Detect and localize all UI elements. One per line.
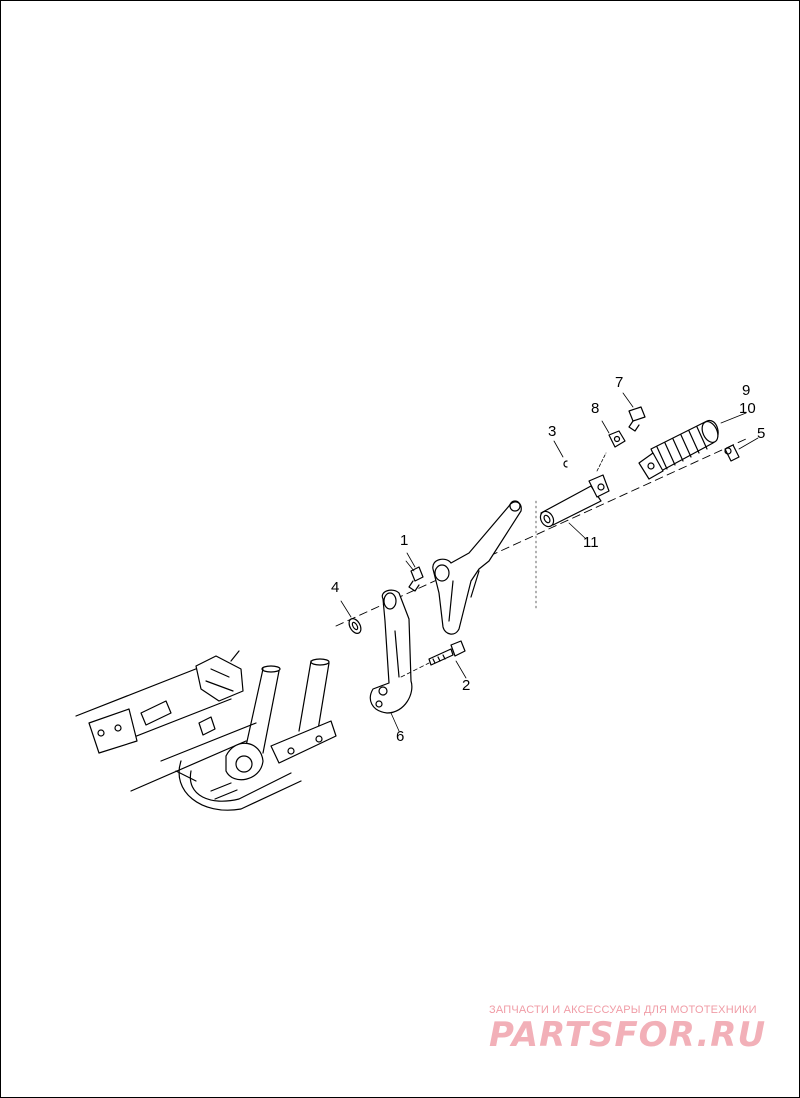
callout-5: 5 [757,425,766,442]
part-4-washer [348,618,362,634]
callout-9: 9 [742,382,751,399]
callout-8: 8 [591,400,600,417]
part-8-nut [608,430,626,448]
callout-1: 1 [400,532,409,549]
part-2-bolt [400,640,466,678]
watermark-tagline: ЗАПЧАСТИ И АКСЕССУАРЫ ДЛЯ МОТОТЕХНИКИ [489,1004,757,1016]
part-1-screw [405,560,424,592]
part-7-screw [628,406,646,432]
frame-section [75,650,337,811]
callout-11: 11 [583,534,599,551]
part-9-10-footpeg [638,419,719,480]
callout-4: 4 [331,579,340,596]
callout-7: 7 [615,374,624,391]
callout-2: 2 [462,677,471,694]
part-5-bolt [724,444,740,462]
part-11-peg [539,452,610,528]
callout-6: 6 [396,728,405,745]
shift-arm [432,500,522,635]
watermark-logo: PARTSFOR.RU [489,1015,767,1055]
callout-10: 10 [739,400,756,417]
part-3-clip [563,460,568,468]
callout-3: 3 [548,423,557,440]
part-6-shift-lever [369,589,413,714]
leader-lines [340,392,759,732]
assembly-axis-line [335,438,747,627]
